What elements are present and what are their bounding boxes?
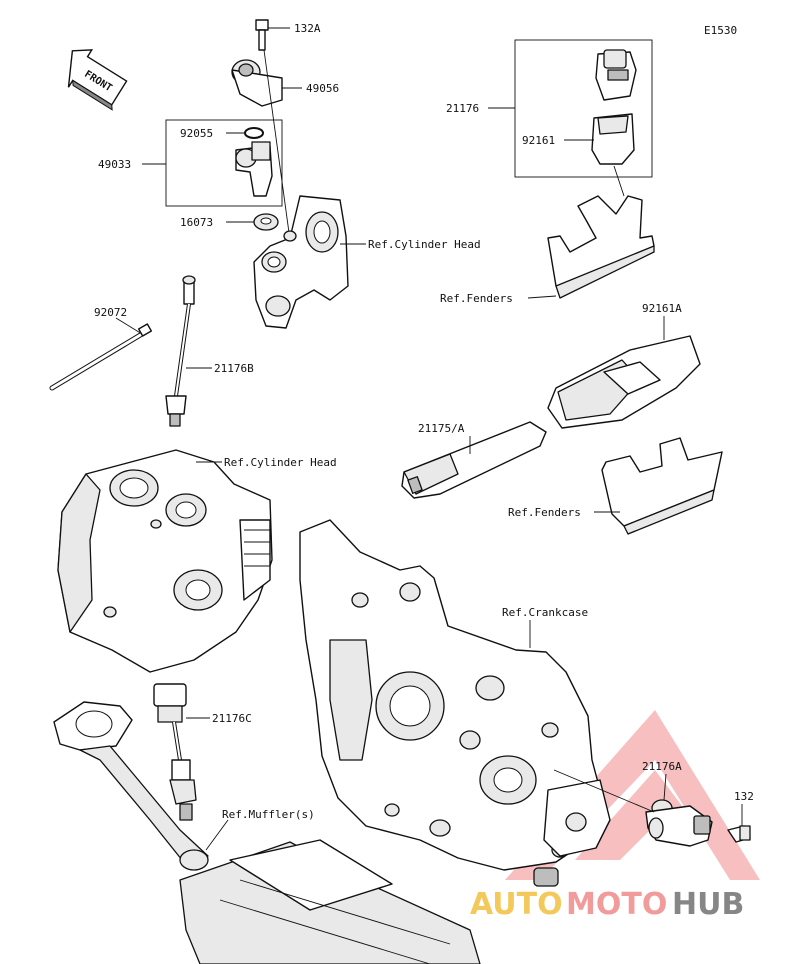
label-21176: 21176 [446, 102, 479, 115]
label-ref-mufflers: Ref.Muffler(s) [222, 808, 315, 821]
label-49033: 49033 [98, 158, 131, 171]
label-ref-fenders-top: Ref.Fenders [440, 292, 513, 305]
sensor-21176B [165, 275, 196, 427]
sensor-21176C [153, 683, 197, 821]
cover-92161 [591, 113, 635, 165]
label-92055: 92055 [180, 127, 213, 140]
watermark-hub: HUB [672, 887, 744, 922]
label-92161A: 92161A [642, 302, 682, 315]
label-132: 132 [734, 790, 754, 803]
bolt-132A [255, 19, 269, 51]
bracket-fenders-top [547, 195, 655, 299]
oring-92055 [244, 127, 264, 139]
watermark-moto: MOTO [566, 887, 667, 922]
label-ref-cylinder-head-top: Ref.Cylinder Head [368, 238, 481, 251]
bracket-fenders-mid [601, 437, 723, 535]
diagram-code: E1530 [704, 24, 737, 37]
callout-labels: E1530 132A 49056 92055 49033 16073 Ref.C… [94, 22, 754, 821]
sensor-21176A [645, 799, 713, 847]
watermark-auto: AUTO [470, 887, 563, 922]
cylinder-head-part-top [253, 195, 349, 329]
label-21176B: 21176B [214, 362, 254, 375]
sensor-housing-49056 [231, 59, 283, 107]
leader-lines [115, 27, 743, 851]
label-21176C: 21176C [212, 712, 252, 725]
box-49033 [165, 119, 283, 207]
box-21176 [514, 39, 653, 178]
sensor-49033 [235, 141, 273, 197]
cable-tie-92072 [49, 323, 153, 391]
label-21176A: 21176A [642, 760, 682, 773]
label-92072: 92072 [94, 306, 127, 319]
label-92161: 92161 [522, 134, 555, 147]
label-49056: 49056 [306, 82, 339, 95]
label-16073: 16073 [180, 216, 213, 229]
label-ref-fenders-mid: Ref.Fenders [508, 506, 581, 519]
crankcase [299, 519, 611, 887]
cylinder-head-main [57, 449, 273, 673]
watermark-text: AUTO MOTO HUB [470, 887, 744, 922]
muffler [53, 701, 481, 964]
connector-21176 [595, 49, 637, 101]
washer-16073 [253, 213, 279, 231]
label-ref-cylinder-head-mid: Ref.Cylinder Head [224, 456, 337, 469]
label-132A: 132A [294, 22, 321, 35]
label-ref-crankcase: Ref.Crankcase [502, 606, 588, 619]
cover-92161A [547, 335, 701, 429]
coil-21175A [401, 421, 547, 499]
front-arrow-icon: FRONT [67, 49, 128, 111]
label-21175A: 21175/A [418, 422, 465, 435]
bolt-132 [727, 825, 751, 843]
